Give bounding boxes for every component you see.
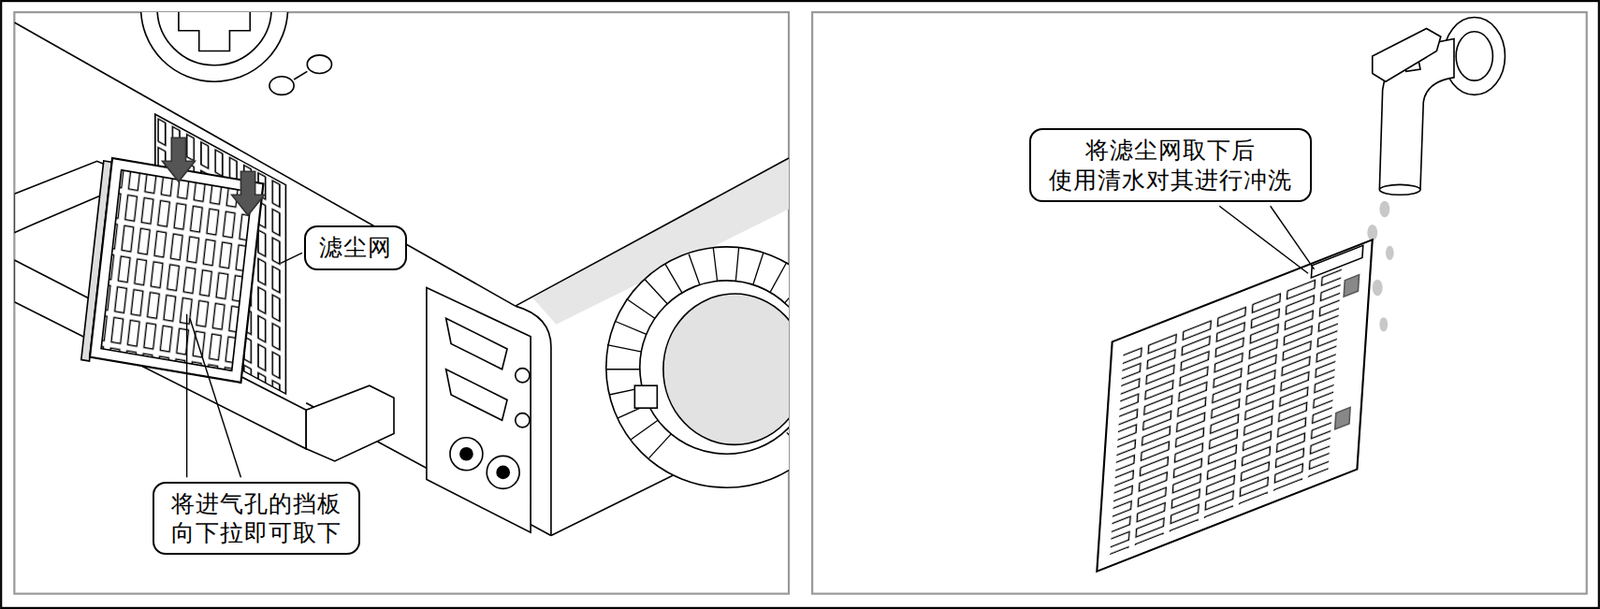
callout-text: 将滤尘网取下后 使用清水对其进行冲洗 bbox=[1044, 135, 1297, 195]
callout-text: 将进气孔的挡板 向下拉即可取下 bbox=[167, 489, 346, 549]
projector-drawing bbox=[14, 12, 789, 536]
filter-washing-drawing bbox=[1096, 17, 1505, 572]
callout-text: 滤尘网 bbox=[319, 232, 393, 262]
callout-box: 滤尘网 bbox=[304, 225, 408, 270]
panel-frame bbox=[812, 12, 1587, 595]
callout-box: 将进气孔的挡板 向下拉即可取下 bbox=[152, 481, 361, 556]
callout-box: 将滤尘网取下后 使用清水对其进行冲洗 bbox=[1029, 128, 1312, 203]
